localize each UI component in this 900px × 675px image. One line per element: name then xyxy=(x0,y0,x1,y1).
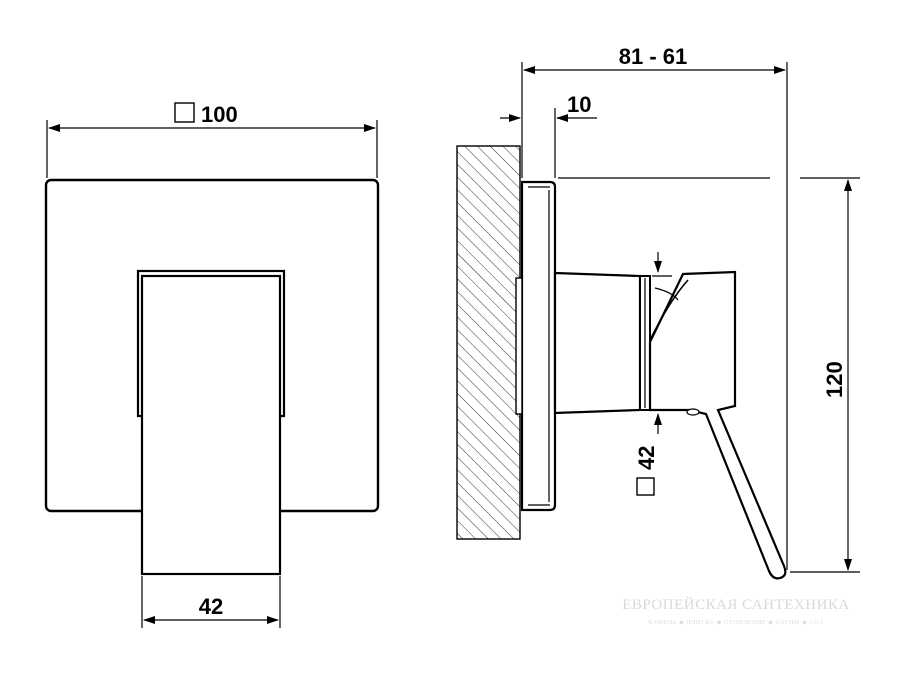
dimension-label-81-61: 81 - 61 xyxy=(619,44,688,69)
cover-plate-side xyxy=(520,180,557,512)
handle-lever xyxy=(140,274,282,576)
watermark-subtitle: КАМЕНЬ ◆ ПЛИТКА ◆ ОТОПЛЕНИЕ ◆ САУНЫ ◆ СП… xyxy=(648,620,824,626)
wall-section xyxy=(456,145,521,540)
lever-pivot xyxy=(686,408,700,416)
watermark: ЕВРОПЕЙСКАЯ САНТЕХНИКА КАМЕНЬ ◆ ПЛИТКА ◆… xyxy=(622,596,850,626)
front-view: 100 42 xyxy=(44,102,380,628)
dimension-label-10: 10 xyxy=(567,92,591,117)
mixer-body xyxy=(553,271,642,415)
dimension-label-100: 100 xyxy=(201,102,238,127)
side-view: 81 - 61 10 42 120 xyxy=(456,44,860,580)
dimension-label-42-front: 42 xyxy=(199,594,223,619)
lever-handle-side xyxy=(648,270,787,580)
square-section-icon xyxy=(636,477,655,496)
dimension-label-42-side: 42 xyxy=(634,446,659,470)
watermark-title: ЕВРОПЕЙСКАЯ САНТЕХНИКА xyxy=(622,596,850,613)
dimension-label-120: 120 xyxy=(822,361,847,398)
lever-detail xyxy=(654,287,679,301)
lever-curve xyxy=(649,279,689,341)
square-section-icon xyxy=(174,102,195,123)
cartridge-stub xyxy=(515,277,523,415)
